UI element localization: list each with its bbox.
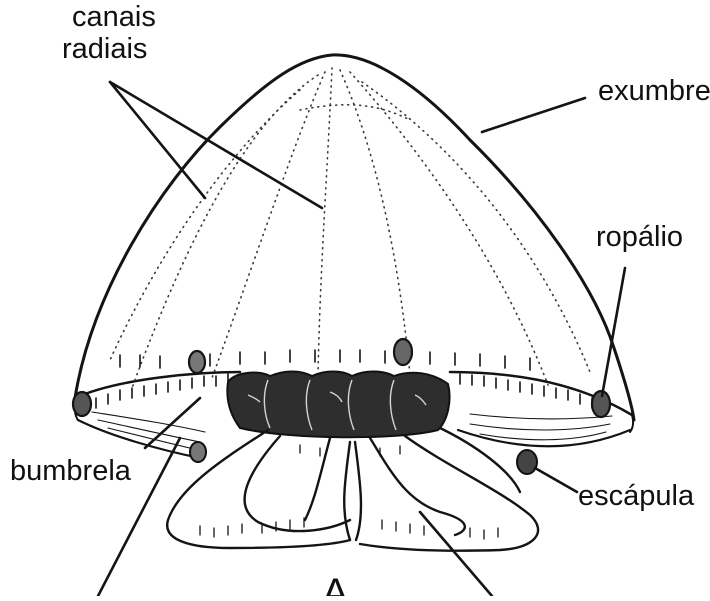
- leader-ropalio: [602, 268, 625, 396]
- oral-arms: [167, 428, 538, 551]
- label-canais: canais: [72, 1, 156, 33]
- label-radiais: radiais: [62, 33, 147, 65]
- scapulae: [227, 372, 449, 438]
- leader-escapula: [535, 468, 577, 492]
- leader-canais-2: [110, 82, 322, 208]
- label-ropalio: ropálio: [596, 221, 683, 253]
- scapula-small: [517, 450, 537, 474]
- label-exumbrela: exumbre: [598, 75, 710, 107]
- subumbrella-right-side: [630, 415, 633, 432]
- figure-letter: A: [322, 571, 349, 596]
- label-subumbrela: bumbrela: [10, 455, 132, 487]
- leader-canais-1: [110, 82, 205, 198]
- scapula-small-left: [190, 442, 206, 462]
- leader-bottom-right: [420, 512, 492, 596]
- radial-canals: [110, 68, 590, 388]
- leader-exumbrela: [482, 98, 585, 132]
- label-escapula: escápula: [578, 480, 695, 512]
